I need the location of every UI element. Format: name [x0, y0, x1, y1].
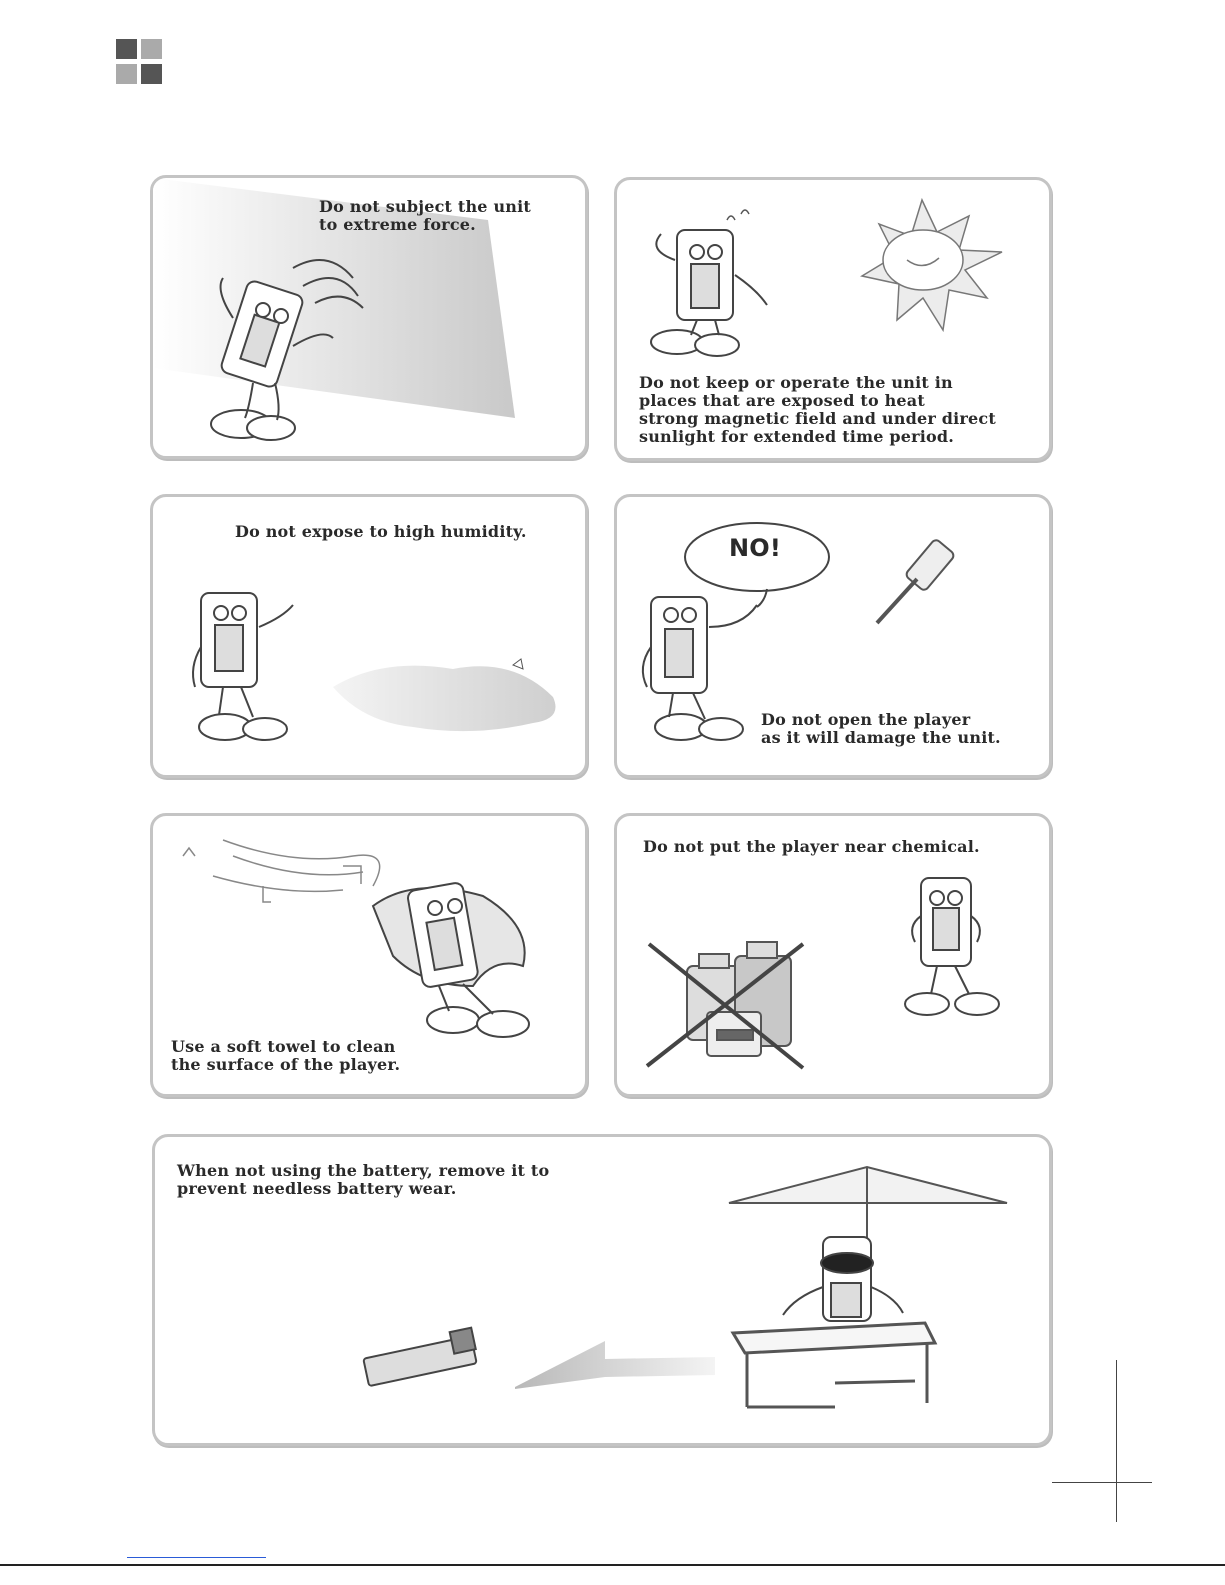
humidity-caption: Do not expose to high humidity.	[235, 522, 527, 541]
bottom-edge-line	[0, 1564, 1225, 1566]
panel-chemical: Do not put the player near chemical.	[614, 813, 1052, 1097]
battery-caption: When not using the battery, remove it to…	[177, 1161, 550, 1198]
towel-illustration	[182, 839, 530, 1038]
clean-caption: Use a soft towel to clean the surface of…	[171, 1037, 401, 1074]
bottom-link-underline	[127, 1557, 266, 1558]
panel-battery: When not using the battery, remove it to…	[152, 1134, 1052, 1446]
panel-do-not-open: NO! Do not open the player as it will da…	[614, 494, 1052, 778]
crop-mark-horizontal	[1052, 1482, 1152, 1483]
chemical-illustration	[645, 877, 1000, 1070]
panel-humidity: Do not expose to high humidity.	[150, 494, 588, 778]
panel-extreme-force: Do not subject the unit to extreme force…	[150, 175, 588, 459]
crop-mark-vertical	[1116, 1360, 1117, 1522]
panel-heat-sunlight: Do not keep or operate the unit in place…	[614, 177, 1052, 461]
battery-illustration	[362, 1165, 1008, 1409]
humidity-illustration	[192, 592, 556, 741]
force-illustration	[153, 178, 515, 441]
screwdriver-illustration	[641, 522, 955, 741]
no-speech-bubble-text: NO!	[729, 534, 782, 562]
force-caption: Do not subject the unit to extreme force…	[319, 197, 531, 234]
heat-caption: Do not keep or operate the unit in place…	[639, 373, 996, 446]
chemical-caption: Do not put the player near chemical.	[643, 837, 980, 856]
panel-soft-towel: Use a soft towel to clean the surface of…	[150, 813, 588, 1097]
corner-logo-icon	[116, 39, 164, 87]
open-caption: Do not open the player as it will damage…	[761, 710, 1001, 747]
sunlight-illustration	[650, 197, 1003, 357]
